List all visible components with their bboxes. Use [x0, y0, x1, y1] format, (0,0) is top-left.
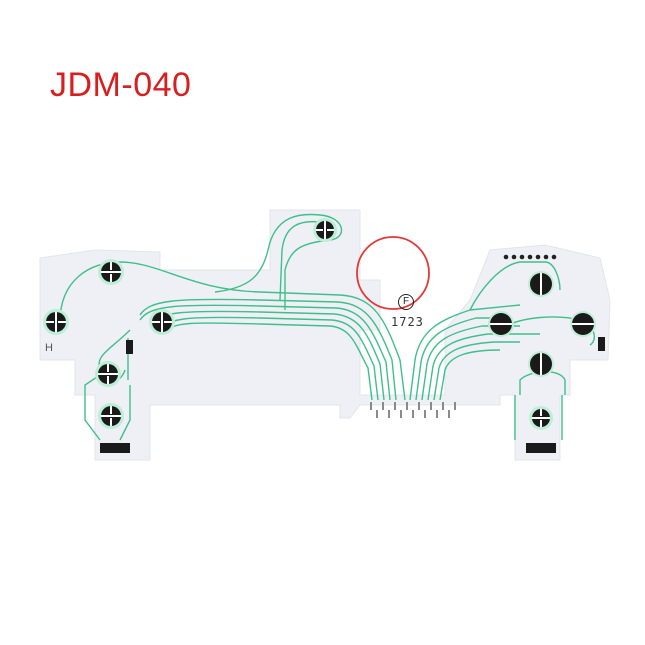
right-button-pads: [488, 254, 605, 453]
board-h-mark: H: [45, 342, 53, 354]
film-base: [39, 209, 611, 461]
right-contact-strip: [598, 337, 605, 351]
right-tail-contact: [526, 443, 556, 453]
left-button-pads: [43, 218, 337, 453]
left-contact-strip: [126, 340, 133, 354]
left-tail-contact: [100, 443, 130, 453]
board-print-code: 1723: [391, 315, 424, 329]
model-label: JDM-040: [50, 66, 192, 104]
dot-row: [503, 254, 557, 260]
circle-f-mark: F: [398, 294, 414, 310]
highlight-ring: [356, 236, 430, 310]
connector-pins: [370, 402, 456, 418]
